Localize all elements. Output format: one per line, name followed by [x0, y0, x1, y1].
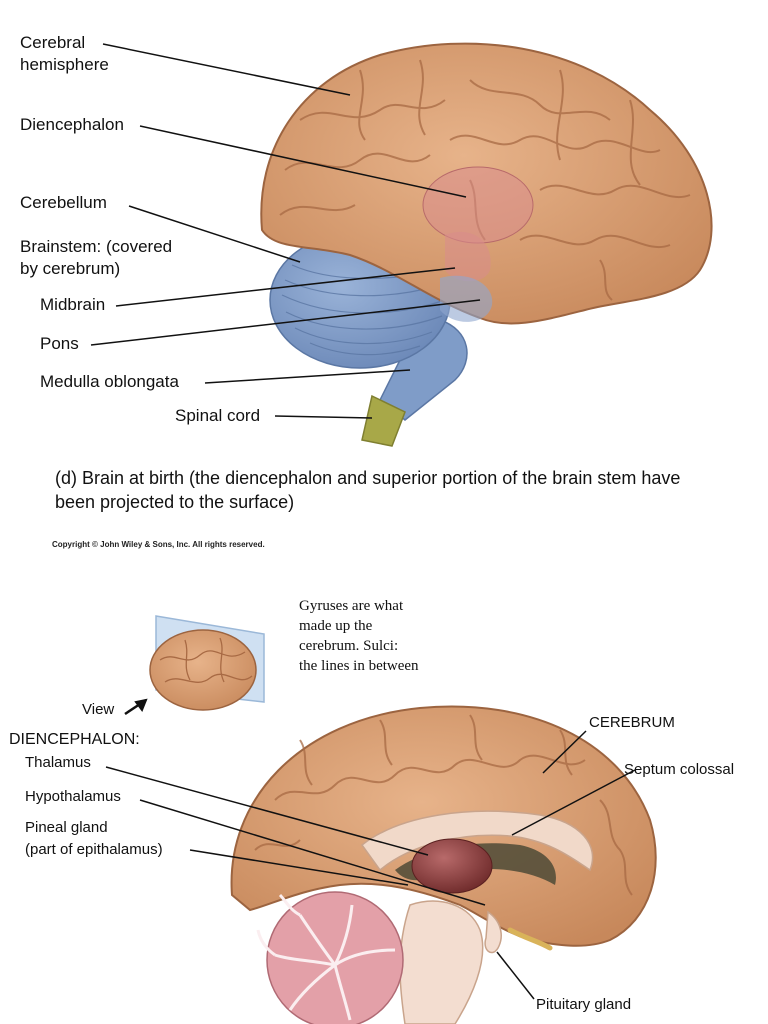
- label-cerebrum: CEREBRUM: [589, 714, 675, 731]
- midsagittal-brain: [230, 705, 657, 1024]
- label-cerebellum: Cerebellum: [20, 193, 107, 212]
- bottom-leader-lines: [105, 730, 636, 1000]
- label-hypothalamus: Hypothalamus: [25, 788, 121, 805]
- midbrain-overlay: [445, 231, 491, 282]
- figure-caption: (d) Brain at birth (the diencephalon and…: [55, 468, 681, 512]
- brainstem-section: [399, 900, 484, 1024]
- top-leader-lines: [90, 43, 481, 419]
- label-diencephalon: Diencephalon: [20, 115, 124, 134]
- copyright-notice: Copyright © John Wiley & Sons, Inc. All …: [52, 540, 265, 549]
- label-thalamus: Thalamus: [25, 754, 91, 771]
- label-midbrain: Midbrain: [40, 295, 106, 314]
- diencephalon-overlay: [422, 166, 534, 244]
- label-spinal-cord: Spinal cord: [175, 406, 261, 425]
- label-pons: Pons: [40, 334, 79, 353]
- cerebrum-gyri: [279, 59, 691, 301]
- cerebellum-section: [266, 891, 404, 1024]
- pituitary-stalk: [484, 910, 502, 954]
- view-inset: [124, 615, 265, 716]
- lateral-brain: [260, 42, 713, 447]
- thalamus-shape: [411, 838, 493, 894]
- arbor-vitae: [256, 893, 396, 1021]
- spinal-cord-shape: [361, 394, 406, 447]
- section-gyri: [254, 714, 633, 896]
- pons-overlay: [440, 275, 493, 322]
- gyrus-note: Gyruses are what made up the cerebrum. S…: [299, 598, 419, 674]
- label-septum-colossal: Septum colossal: [624, 761, 735, 778]
- label-diencephalon-heading: DIENCEPHALON:: [9, 731, 140, 748]
- optic-nerve: [507, 927, 553, 951]
- label-view: View: [82, 701, 115, 718]
- label-pituitary-gland: Pituitary gland: [536, 996, 632, 1013]
- label-medulla-oblongata: Medulla oblongata: [40, 372, 179, 391]
- label-cerebral-hemisphere: Cerebral hemisphere: [20, 33, 109, 74]
- label-pineal-gland: Pineal gland (part of epithalamus): [25, 819, 163, 858]
- label-brainstem: Brainstem: (covered by cerebrum): [20, 237, 173, 278]
